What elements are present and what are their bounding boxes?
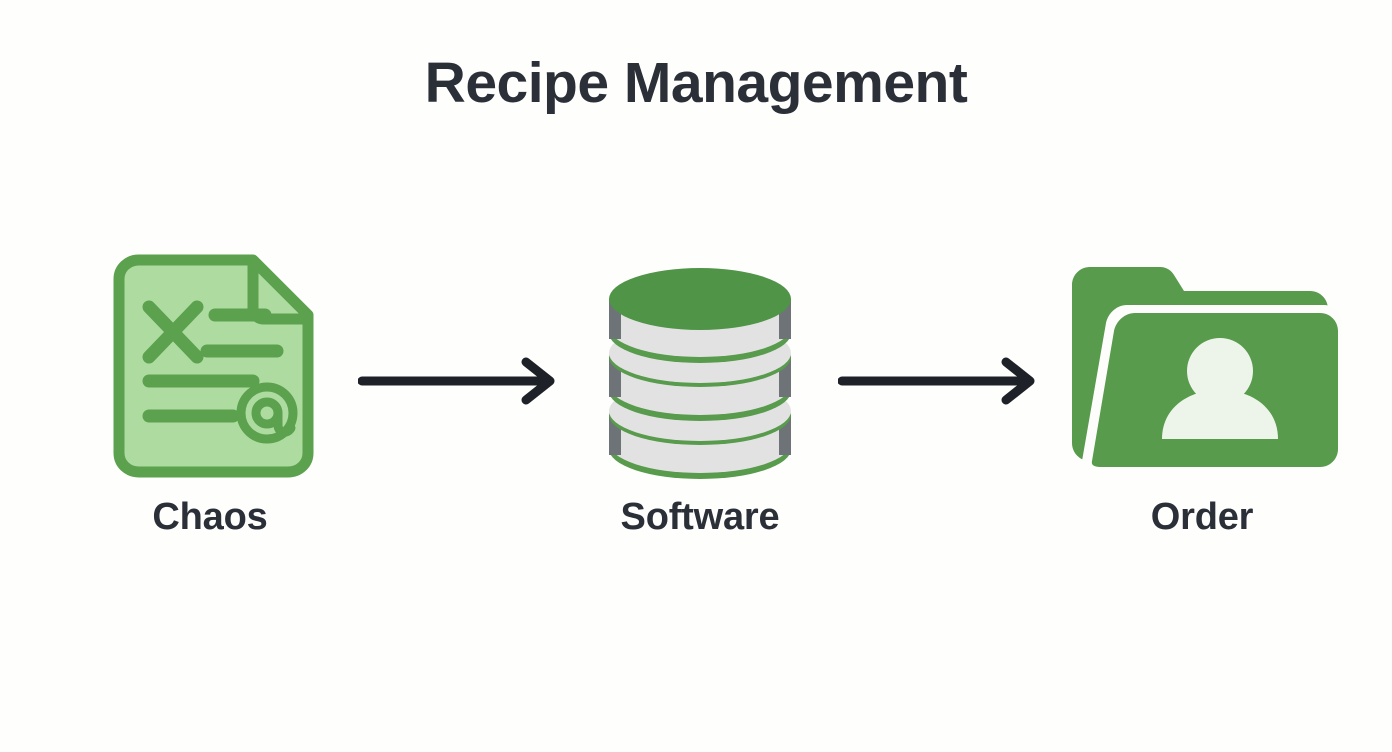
document-scribbles-icon <box>60 248 360 488</box>
stage-label-chaos: Chaos <box>152 496 268 538</box>
stage-software[interactable]: Software <box>550 248 850 568</box>
database-icon <box>550 248 850 488</box>
stage-label-software: Software <box>620 496 780 538</box>
arrow-right-icon <box>837 356 1048 406</box>
stage-chaos[interactable]: Chaos <box>60 248 360 568</box>
folder-user-icon <box>1052 248 1352 488</box>
stage-label-order: Order <box>1150 496 1254 538</box>
stage-order[interactable]: Order <box>1052 248 1352 568</box>
arrow-right-icon <box>357 356 568 406</box>
process-flow: Chaos <box>0 248 1392 568</box>
page-title: Recipe Management <box>424 51 968 115</box>
